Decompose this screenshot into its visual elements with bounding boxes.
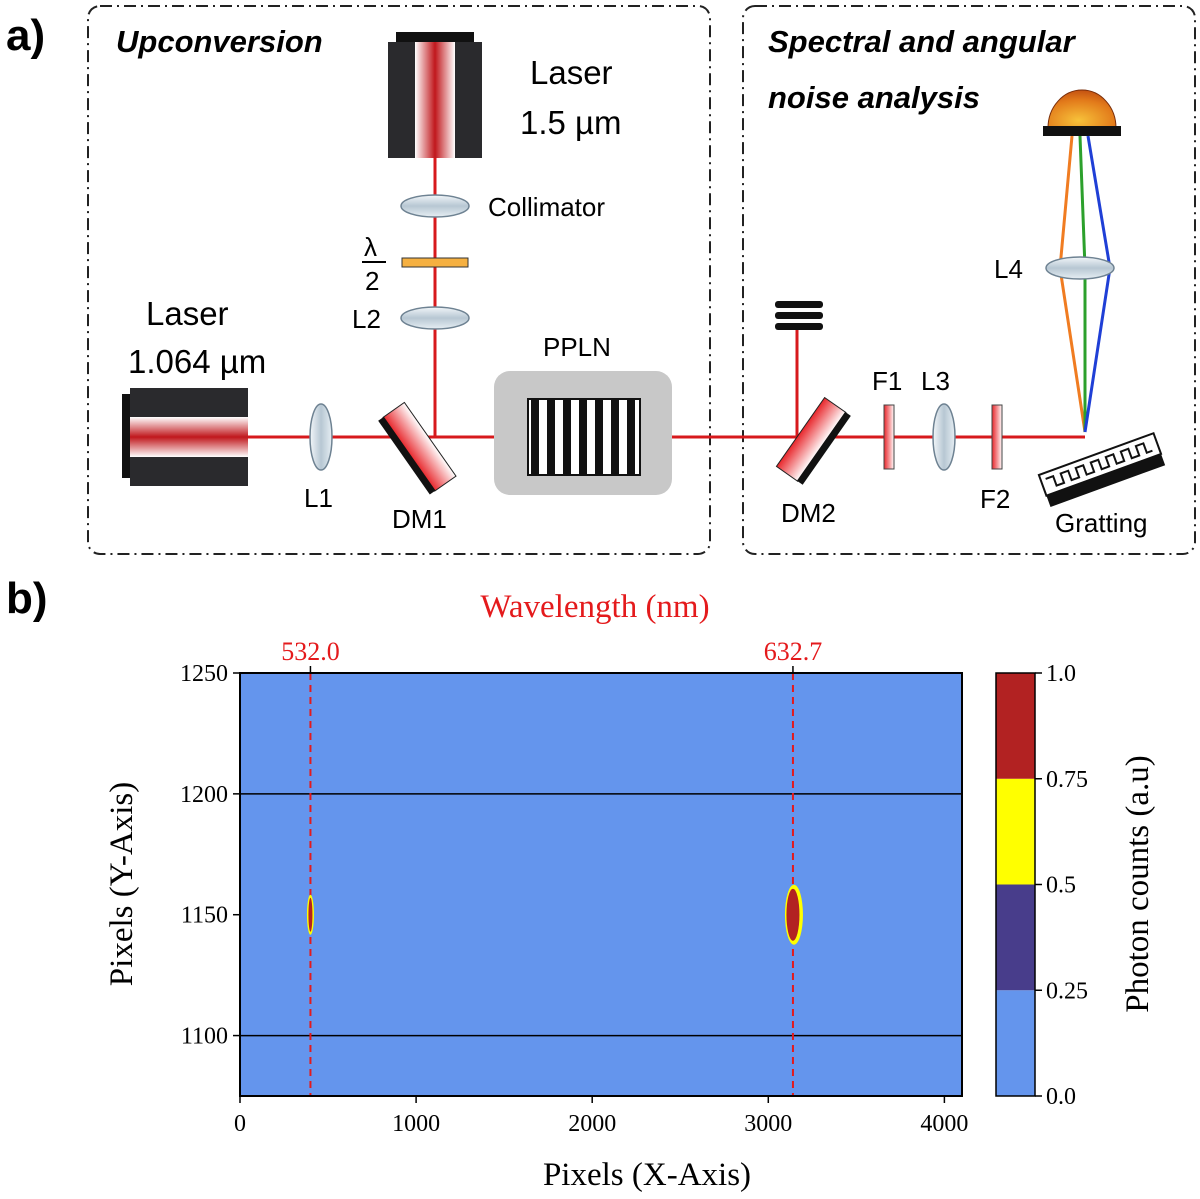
x-tick-label: 4000 xyxy=(920,1111,968,1137)
y-axis-title: Pixels (Y-Axis) xyxy=(104,782,140,986)
y-tick-label: 1200 xyxy=(180,782,228,808)
collimator-lens-icon xyxy=(400,194,470,218)
x-tick-label: 2000 xyxy=(568,1111,616,1137)
analysis-title-line2: noise analysis xyxy=(768,80,980,115)
filter-f2-label: F2 xyxy=(980,484,1010,514)
colorbar-title: Photon counts (a.u) xyxy=(1120,755,1156,1013)
top-tick-label: 532.0 xyxy=(281,637,340,666)
panel-b: b) Wavelength (nm) 532.0 632.7 0 1000 2000 3… xyxy=(6,574,1156,1193)
x-tick-label: 3000 xyxy=(744,1111,792,1137)
x-axis-ticks: 0 1000 2000 3000 4000 xyxy=(234,1096,968,1137)
laser-1064-icon xyxy=(122,388,248,486)
laser-1064-label-line1: Laser xyxy=(146,295,229,332)
panel-b-label: b) xyxy=(6,574,48,623)
x-axis-title: Pixels (X-Axis) xyxy=(543,1157,751,1193)
laser-1550-icon xyxy=(388,32,482,158)
y-tick-label: 1150 xyxy=(181,903,228,929)
top-axis-ticks: 532.0 632.7 xyxy=(281,637,822,673)
grating-icon xyxy=(1037,431,1166,507)
panel-a: a) Upconversion Spectral and angular noi… xyxy=(6,5,1196,555)
photon-spot xyxy=(784,884,803,945)
heatmap-background xyxy=(240,673,962,1096)
y-tick-label: 1100 xyxy=(181,1024,228,1050)
ppln-crystal-icon xyxy=(494,371,672,495)
x-tick-label: 0 xyxy=(234,1111,246,1137)
dispersed-rays xyxy=(1058,135,1112,433)
spot-core xyxy=(308,897,313,932)
colorbar-level xyxy=(996,778,1035,885)
x-tick-label: 1000 xyxy=(392,1111,440,1137)
colorbar-level xyxy=(996,884,1035,991)
lens-l1-icon xyxy=(309,403,333,471)
upconversion-box xyxy=(87,5,711,555)
y-tick-label: 1250 xyxy=(180,661,228,687)
y-axis-ticks: 1100 1150 1200 1250 xyxy=(180,661,240,1050)
detector-icon xyxy=(1043,89,1121,136)
grating-label: Gratting xyxy=(1055,508,1148,538)
ppln-label: PPLN xyxy=(543,332,611,362)
upconversion-title: Upconversion xyxy=(116,24,323,59)
panel-a-label: a) xyxy=(6,11,45,60)
colorbar-tick-label: 1.0 xyxy=(1046,661,1076,687)
analysis-title-line1: Spectral and angular xyxy=(768,24,1077,59)
lens-l4-icon xyxy=(1045,256,1115,280)
lens-l3-icon xyxy=(932,403,956,471)
filter-f1-icon xyxy=(883,404,895,470)
laser-1550-label-line2: 1.5 µm xyxy=(520,104,622,141)
waveplate-denominator: 2 xyxy=(365,266,379,296)
lens-l2-label: L2 xyxy=(352,304,381,334)
colorbar-tick-label: 0.0 xyxy=(1046,1084,1076,1110)
spot-core xyxy=(786,888,800,941)
collimator-label: Collimator xyxy=(488,192,605,222)
lens-l1-label: L1 xyxy=(304,483,333,513)
beam-dump-icon xyxy=(775,301,823,330)
colorbar-tick-label: 0.75 xyxy=(1046,767,1088,793)
dm1-label: DM1 xyxy=(392,504,447,534)
heatmap-plot-area xyxy=(239,672,963,1097)
half-wave-plate-icon xyxy=(401,257,469,268)
colorbar-tick-label: 0.5 xyxy=(1046,873,1076,899)
lens-l2-icon xyxy=(400,306,470,330)
filter-f2-icon xyxy=(991,404,1003,470)
laser-1550-label-line1: Laser xyxy=(530,54,613,91)
photon-spot xyxy=(306,894,314,935)
colorbar-tick-label: 0.25 xyxy=(1046,978,1088,1004)
waveplate-numerator: λ xyxy=(364,232,377,262)
colorbar-level xyxy=(996,673,1035,779)
laser-1064-label-line2: 1.064 µm xyxy=(128,343,266,380)
colorbar-level xyxy=(996,990,1035,1096)
top-tick-label: 632.7 xyxy=(764,637,823,666)
dichroic-mirror-dm2-icon xyxy=(775,396,851,485)
analysis-box xyxy=(742,5,1196,555)
lens-l4-label: L4 xyxy=(994,254,1023,284)
filter-f1-label: F1 xyxy=(872,366,902,396)
colorbar: 0.0 0.25 0.5 0.75 1.0 xyxy=(995,661,1088,1110)
lens-l3-label: L3 xyxy=(921,366,950,396)
top-axis-title: Wavelength (nm) xyxy=(480,589,709,625)
dm2-label: DM2 xyxy=(781,498,836,528)
plot-frame xyxy=(239,672,963,1097)
dichroic-mirror-dm1-icon xyxy=(378,401,457,495)
